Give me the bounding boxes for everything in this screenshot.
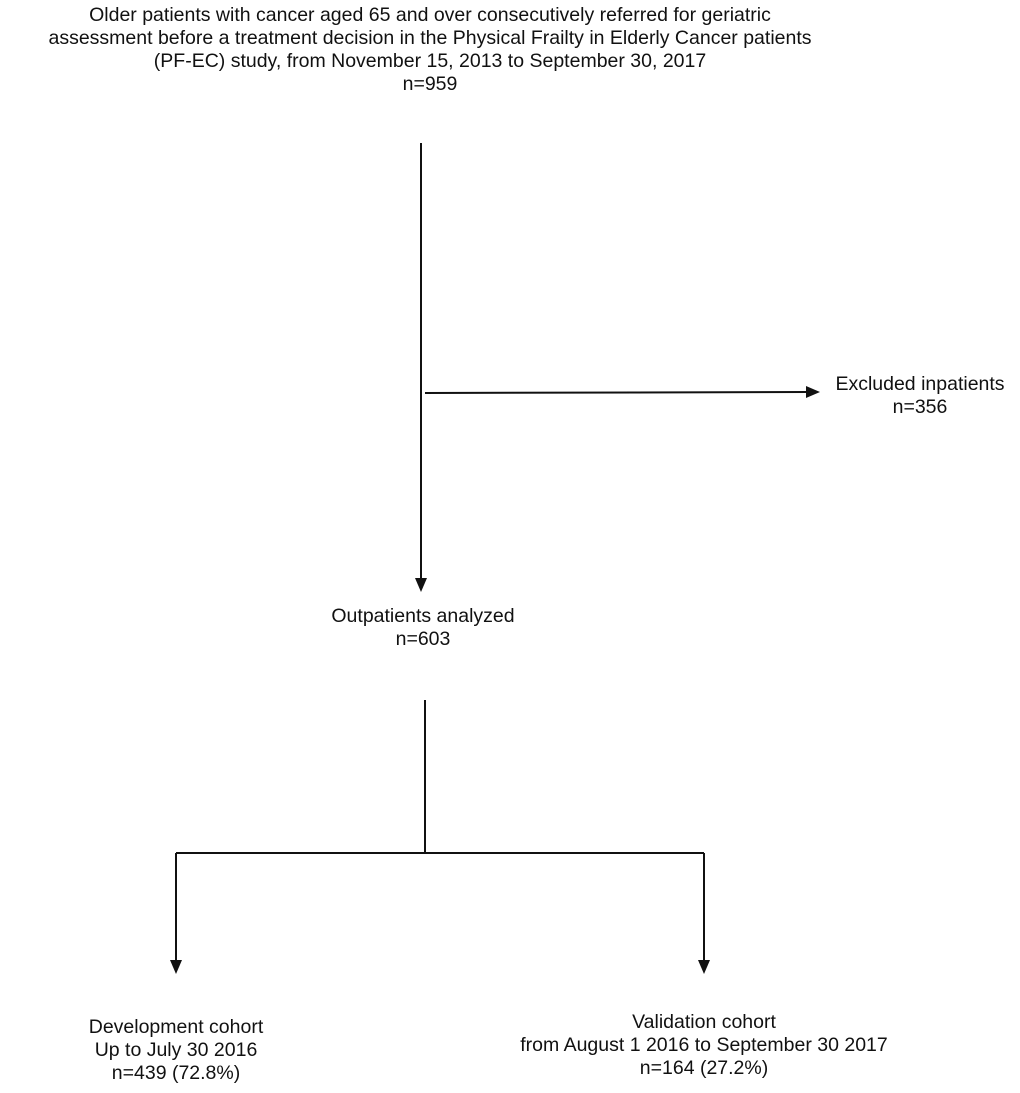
excluded-label: Excluded inpatients — [835, 373, 1005, 395]
analyzed-count: n=603 — [395, 628, 451, 650]
arrowhead-excluded — [806, 386, 820, 398]
source-population-node: Older patients with cancer aged 65 and o… — [10, 4, 850, 96]
development-label: Development cohort — [88, 1016, 264, 1038]
excluded-count: n=356 — [892, 396, 948, 418]
analyzed-label: Outpatients analyzed — [331, 605, 515, 627]
validation-cohort-node: Validation cohort from August 1 2016 to … — [454, 1011, 954, 1080]
source-line-3: (PF-EC) study, from November 15, 2013 to… — [153, 50, 707, 72]
development-cohort-node: Development cohort Up to July 30 2016 n=… — [26, 1016, 326, 1085]
excluded-inpatients-node: Excluded inpatients n=356 — [820, 373, 1020, 419]
validation-period: from August 1 2016 to September 30 2017 — [520, 1034, 888, 1056]
development-period: Up to July 30 2016 — [94, 1039, 258, 1061]
arrowhead-validation — [698, 960, 710, 974]
source-line-2: assessment before a treatment decision i… — [48, 27, 812, 49]
arrowhead-analyzed — [415, 578, 427, 592]
validation-label: Validation cohort — [632, 1011, 776, 1033]
validation-count: n=164 (27.2%) — [639, 1057, 769, 1079]
connector-to-excluded — [424, 391, 809, 394]
source-count: n=959 — [402, 73, 458, 95]
development-count: n=439 (72.8%) — [111, 1062, 241, 1084]
source-line-1: Older patients with cancer aged 65 and o… — [89, 4, 771, 26]
outpatients-analyzed-node: Outpatients analyzed n=603 — [273, 605, 573, 651]
arrowhead-development — [170, 960, 182, 974]
